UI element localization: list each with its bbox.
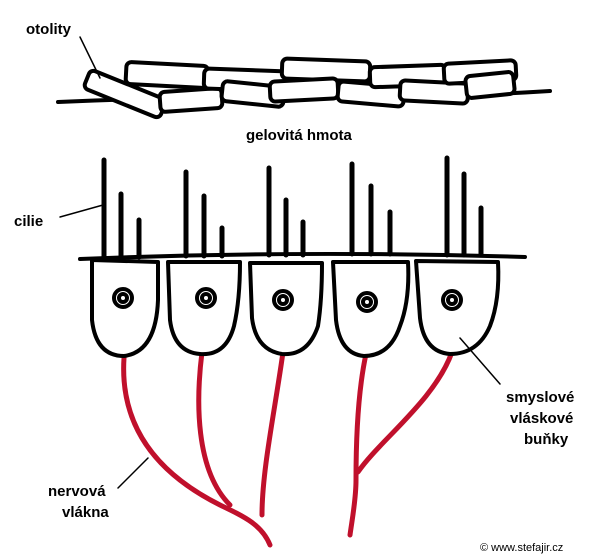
cell-nucleus xyxy=(195,287,217,309)
hair-cell xyxy=(166,260,242,357)
nervova-leader xyxy=(117,457,149,489)
otolity-label: otolity xyxy=(26,21,72,38)
otolith xyxy=(157,86,225,114)
nervova-label-line2: vlákna xyxy=(62,504,109,521)
hair-cell xyxy=(331,260,411,358)
cell-nucleus xyxy=(272,289,294,311)
gelovita-hmota-label: gelovitá hmota xyxy=(246,127,353,144)
cell-nucleus-inner xyxy=(446,294,458,306)
otolith xyxy=(123,60,211,90)
cilia xyxy=(101,155,484,260)
otolith xyxy=(267,76,341,104)
cell-nucleus-inner xyxy=(200,292,212,304)
nerve-fiber xyxy=(355,349,455,475)
otoliths-layer xyxy=(56,56,552,120)
hair-cell xyxy=(248,261,324,357)
leader-lines xyxy=(59,36,501,489)
cilie-leader xyxy=(59,204,104,218)
cell-nucleus-inner xyxy=(277,294,289,306)
hair-cell xyxy=(414,259,501,356)
nerve-fibers xyxy=(121,349,455,548)
nerve-fiber xyxy=(121,355,273,548)
smyslove-label-line1: smyslové xyxy=(506,389,574,406)
smyslove-label-line2: vláskové xyxy=(510,410,573,427)
cell-nucleus-inner xyxy=(361,296,373,308)
nerve-fiber xyxy=(196,349,233,508)
hair-cell xyxy=(90,258,160,358)
cell-nucleus xyxy=(112,287,134,309)
smyslove-leader xyxy=(459,337,501,385)
smyslove-label-line3: buňky xyxy=(524,431,569,448)
credit-text: © www.stefajir.cz xyxy=(480,542,563,554)
nerve-fiber xyxy=(347,351,369,538)
cell-nucleus-inner xyxy=(117,292,129,304)
cilie-label: cilie xyxy=(14,213,43,230)
otolity-leader xyxy=(79,36,101,79)
cell-nucleus xyxy=(356,291,378,313)
otolith xyxy=(463,70,517,100)
nervova-label-line1: nervová xyxy=(48,483,106,500)
otolith-crystals xyxy=(82,56,519,120)
nerve-fiber xyxy=(259,349,286,518)
hair-cells xyxy=(90,258,501,358)
cell-nucleus xyxy=(441,289,463,311)
